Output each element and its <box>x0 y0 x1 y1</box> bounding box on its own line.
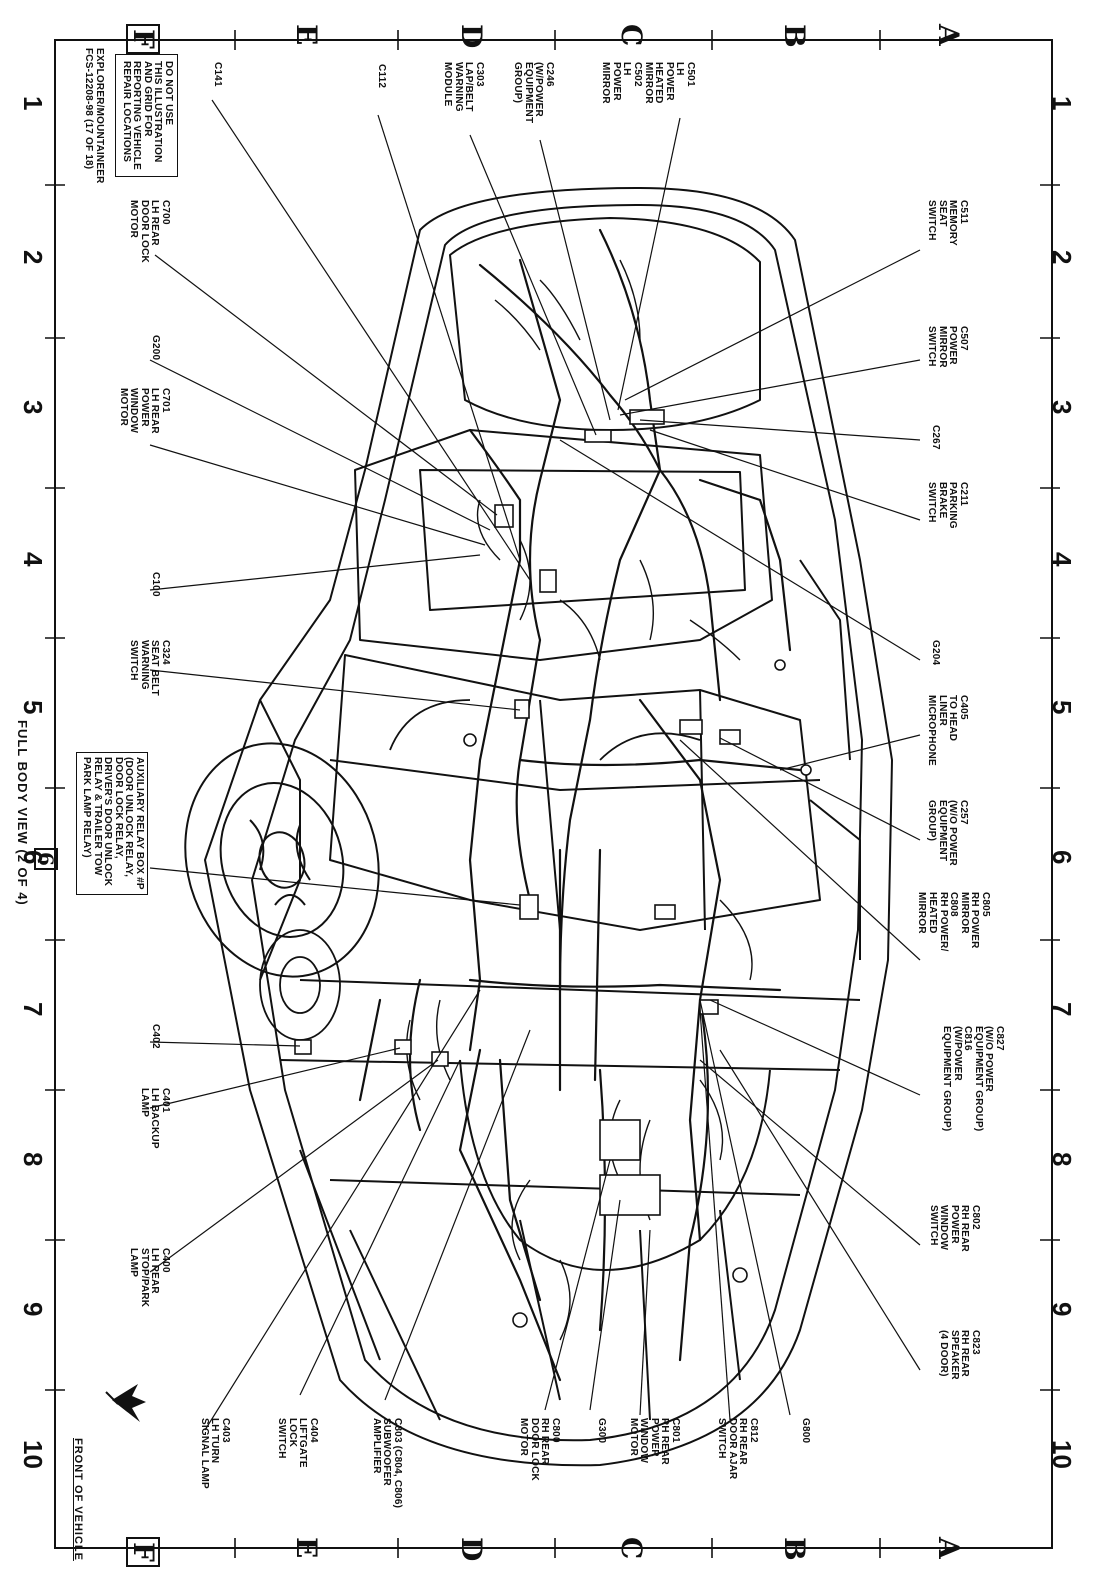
callout-c246: C246 (W/POWER EQUIPMENT GROUP) <box>512 62 555 124</box>
notice-line: THIS ILLUSTRATION <box>152 61 164 163</box>
callout-c700: C700 LH REAR DOOR LOCK MOTOR <box>128 200 171 263</box>
page-badge: 6 <box>34 848 58 870</box>
callout-c800: C800 RH REAR DOOR LOCK MOTOR <box>518 1418 561 1481</box>
callout-c507: C507 POWER MIRROR SWITCH <box>926 326 969 368</box>
callout-c403: C403 LH TURN SIGNAL LAMP <box>198 1418 231 1489</box>
callout-c803: C803 (C804, C806) SUBWOOFER AMPLIFIER <box>370 1418 403 1509</box>
notice-line: AND GRID FOR <box>141 61 153 137</box>
grid-letter-d-bottom: D <box>455 1537 488 1562</box>
grid-letter-e-top: E <box>290 24 323 46</box>
grid-num-5-left: 5 <box>18 700 48 715</box>
view-caption: FULL BODY VIEW (2 OF 4) <box>15 720 30 906</box>
grid-num-10-right: 10 <box>1047 1440 1077 1469</box>
grid-num-4-left: 4 <box>18 552 48 567</box>
document-number: FCS-12208-98 (17 OF 18) <box>83 48 95 170</box>
callout-c401: C401 LH BACKUP LAMP <box>138 1088 171 1149</box>
callout-c501-c502: C501 LH POWER HEATED MIRROR C502 LH POWE… <box>600 62 696 104</box>
callout-c402: C402 <box>150 1024 161 1049</box>
notice-line: DO NOT USE <box>163 61 174 126</box>
callout-c405: C405 TO HEAD LINER MICROPHONE <box>926 695 969 766</box>
callout-g204: G204 <box>930 640 941 666</box>
callout-c257: C257 (W/O POWER EQUIPMENT GROUP) <box>926 800 969 866</box>
callout-c802: C802 RH REAR POWER WINDOW SWITCH <box>927 1205 981 1252</box>
callout-g300: G300 <box>596 1418 607 1444</box>
callout-auxiliary-relay-box: AUXILIARY RELAY BOX #P (DOOR UNLOCK RELA… <box>76 752 148 895</box>
document-model: EXPLORER/MOUNTAINEER <box>94 48 105 184</box>
grid-letter-f-bottom: F <box>126 1537 160 1567</box>
callout-c801: C801 RH REAR POWER WINDOW MOTOR <box>627 1418 681 1465</box>
grid-letter-c-top: C <box>615 24 648 47</box>
grid-num-8-right: 8 <box>1047 1152 1077 1167</box>
callout-c267: C267 <box>930 425 941 450</box>
grid-letter-b-top: B <box>778 24 811 48</box>
grid-num-10-left: 10 <box>18 1440 48 1469</box>
grid-num-3-left: 3 <box>18 400 48 415</box>
callout-c324: C324 SEAT BELT WARNING SWITCH <box>128 640 171 696</box>
grid-num-1-right: 1 <box>1047 96 1077 111</box>
grid-num-2-right: 2 <box>1047 250 1077 265</box>
grid-num-5-right: 5 <box>1047 700 1077 715</box>
document-id: EXPLORER/MOUNTAINEER FCS-12208-98 (17 OF… <box>83 48 105 184</box>
grid-num-9-right: 9 <box>1047 1302 1077 1317</box>
callout-c805-c808: C805 RH POWER MIRROR C808 RH POWER/ HEAT… <box>916 892 991 952</box>
grid-letter-b-bottom: B <box>778 1537 811 1561</box>
grid-letter-a-top: A <box>932 24 965 46</box>
grid-letter-d-top: D <box>455 24 488 49</box>
callout-c400: C400 LH REAR STOP/PARK LAMP <box>128 1248 171 1308</box>
callout-g200: G200 <box>150 335 161 361</box>
notice-line: REPAIR LOCATIONS <box>120 61 132 163</box>
grid-letter-c-bottom: C <box>615 1537 648 1560</box>
grid-num-4-right: 4 <box>1047 552 1077 567</box>
callout-c100: C100 <box>150 572 161 597</box>
callout-c303: C303 LAP/BELT WARNING MODULE <box>442 62 485 112</box>
callout-c511: C511 MEMORY SEAT SWITCH <box>926 200 969 246</box>
vehicle-body <box>204 187 893 1467</box>
notice-box: DO NOT USE THIS ILLUSTRATION AND GRID FO… <box>115 54 178 177</box>
grid-num-3-right: 3 <box>1047 400 1077 415</box>
grid-letter-a-bottom: A <box>932 1537 965 1559</box>
front-arrow-icon <box>105 1384 146 1422</box>
leader-lines <box>149 99 921 1431</box>
callout-c141: C141 <box>212 62 223 87</box>
grid-num-9-left: 9 <box>18 1302 48 1317</box>
grid-num-1-left: 1 <box>18 96 48 111</box>
grid-num-8-left: 8 <box>18 1152 48 1167</box>
outer-border <box>54 39 1053 1549</box>
callout-c404: C404 LIFTGATE LOCK SWITCH <box>276 1418 319 1468</box>
wheel-wells <box>259 699 701 1041</box>
grid-letter-f-top: F <box>126 24 160 54</box>
callout-c112: C112 <box>376 64 387 89</box>
grid-num-6-right: 6 <box>1047 850 1077 865</box>
callout-c812: C812 RH REAR DOOR AJAR SWITCH <box>716 1418 759 1480</box>
grid-letter-e-bottom: E <box>290 1537 323 1559</box>
harness-branches <box>406 259 753 1341</box>
connectors <box>294 409 812 1328</box>
callout-c823: C823 RH REAR SPEAKER (4 DOOR) <box>938 1330 981 1380</box>
callout-c701: C701 LH REAR POWER WINDOW MOTOR <box>117 388 171 434</box>
callout-c211: C211 PARKING BRAKE SWITCH <box>926 482 969 529</box>
grid-ticks <box>45 30 1060 1558</box>
grid-num-2-left: 2 <box>18 250 48 265</box>
front-of-vehicle-label: FRONT OF VEHICLE <box>72 1438 84 1561</box>
spare-tire <box>184 742 380 978</box>
grid-num-7-left: 7 <box>18 1002 48 1017</box>
notice-line: REPORTING VEHICLE <box>131 61 143 170</box>
grid-num-7-right: 7 <box>1047 1002 1077 1017</box>
callout-g800: G800 <box>800 1418 811 1444</box>
callout-c827-c816: C827 (W/O POWER EQUIPMENT GROUP) C816 (W… <box>941 1026 1005 1132</box>
wiring-harness <box>358 228 802 1382</box>
